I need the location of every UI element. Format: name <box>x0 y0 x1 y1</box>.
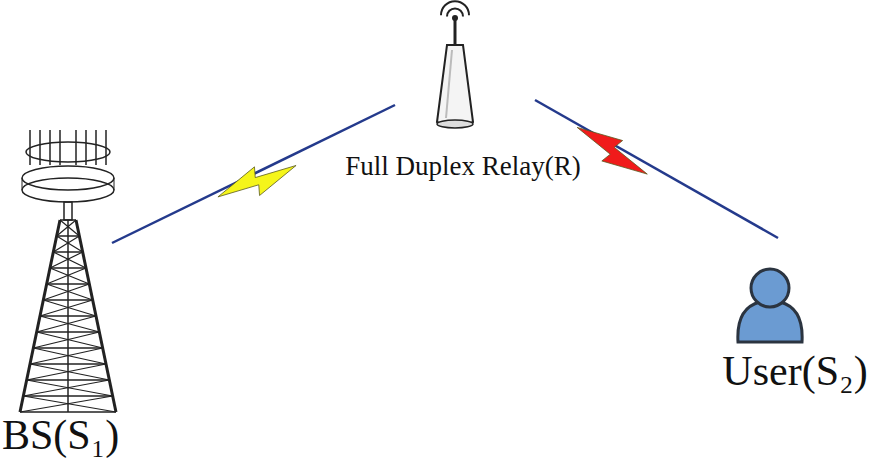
lightning-bolt <box>577 127 647 174</box>
node-label: BS(S₁) <box>2 412 176 458</box>
base-station: BS(S₁) <box>0 120 176 469</box>
node-label: User(S₂) <box>690 348 894 394</box>
user-node: User(S₂) <box>690 230 894 469</box>
relay-node: Full Duplex Relay(R) <box>300 0 626 195</box>
node-label: Full Duplex Relay(R) <box>300 152 626 182</box>
lightning-bolt <box>218 165 296 196</box>
